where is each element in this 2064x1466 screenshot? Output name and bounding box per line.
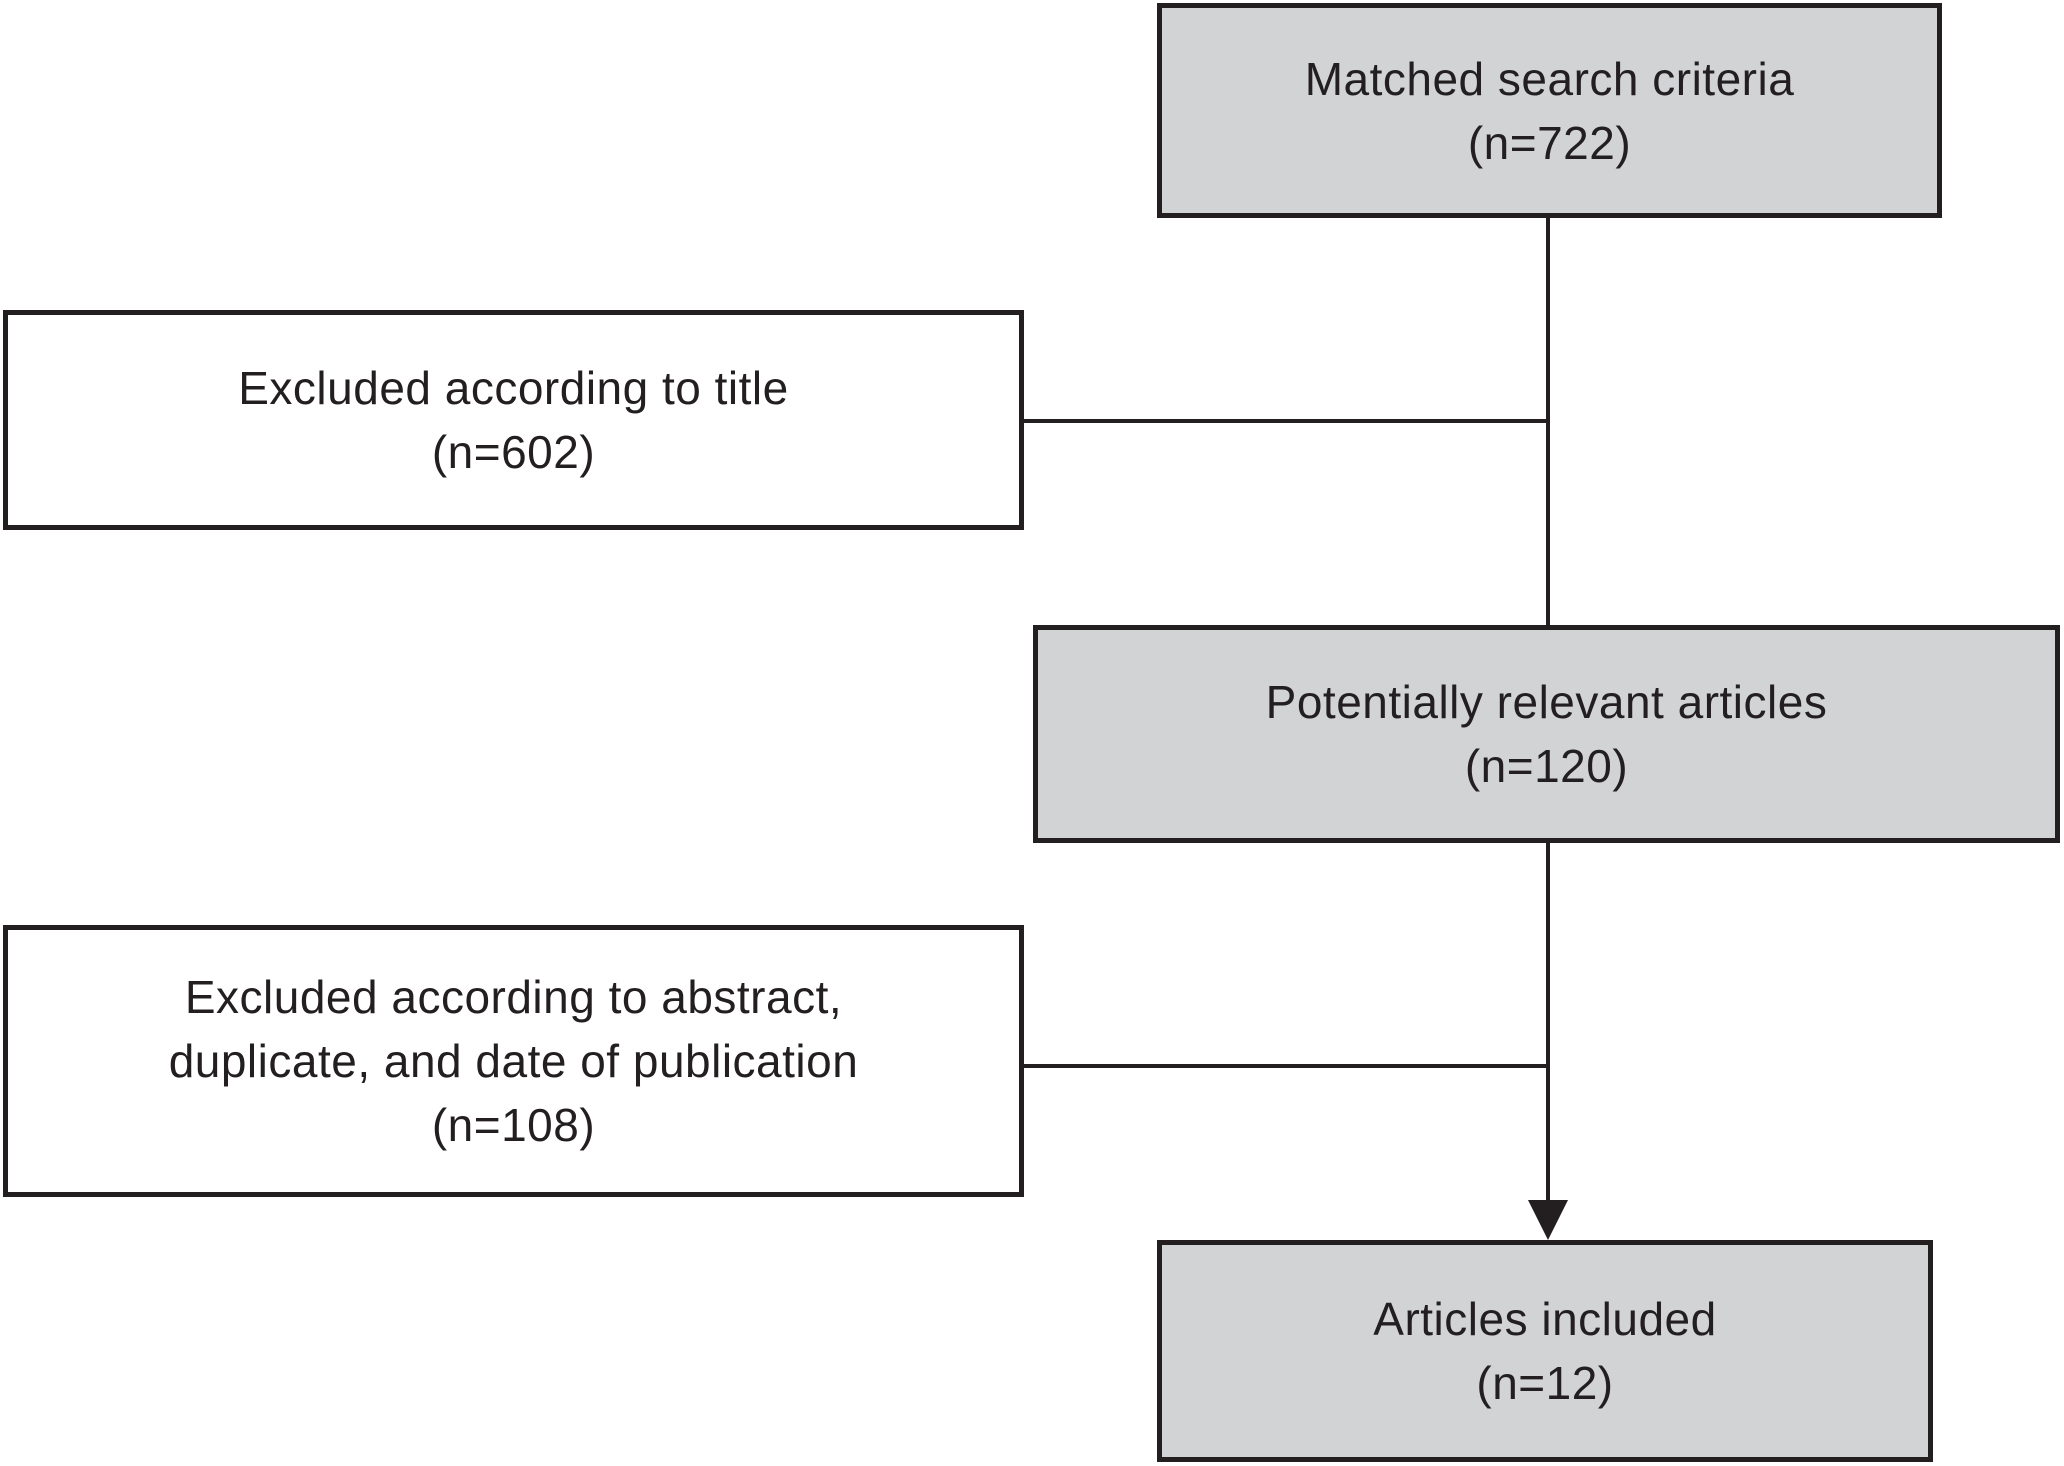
flow-line-matched-to-relevant	[1546, 218, 1550, 625]
node-label: Articles included	[1373, 1293, 1717, 1345]
node-count: (n=602)	[431, 426, 596, 478]
node-excluded-by-title: Excluded according to title (n=602)	[3, 310, 1024, 530]
node-matched-search-criteria: Matched search criteria (n=722)	[1157, 3, 1942, 218]
node-count: (n=12)	[1476, 1357, 1614, 1409]
node-count: (n=108)	[431, 1099, 596, 1151]
node-label: Potentially relevant articles	[1265, 676, 1828, 728]
node-label: Excluded according to abstract,	[184, 971, 843, 1023]
node-potentially-relevant-articles: Potentially relevant articles (n=120)	[1033, 625, 2060, 843]
node-count: (n=120)	[1464, 740, 1629, 792]
connector-excluded-abstract	[1024, 1064, 1548, 1068]
connector-excluded-title	[1024, 419, 1548, 423]
arrow-down-icon	[1528, 1200, 1568, 1240]
node-excluded-by-abstract: Excluded according to abstract, duplicat…	[3, 925, 1024, 1197]
node-label: duplicate, and date of publication	[168, 1035, 859, 1087]
node-label: Matched search criteria	[1304, 52, 1795, 105]
flow-line-relevant-to-included	[1546, 843, 1550, 1205]
node-articles-included: Articles included (n=12)	[1157, 1240, 1933, 1462]
node-count: (n=722)	[1467, 116, 1632, 169]
node-label: Excluded according to title	[238, 362, 789, 414]
